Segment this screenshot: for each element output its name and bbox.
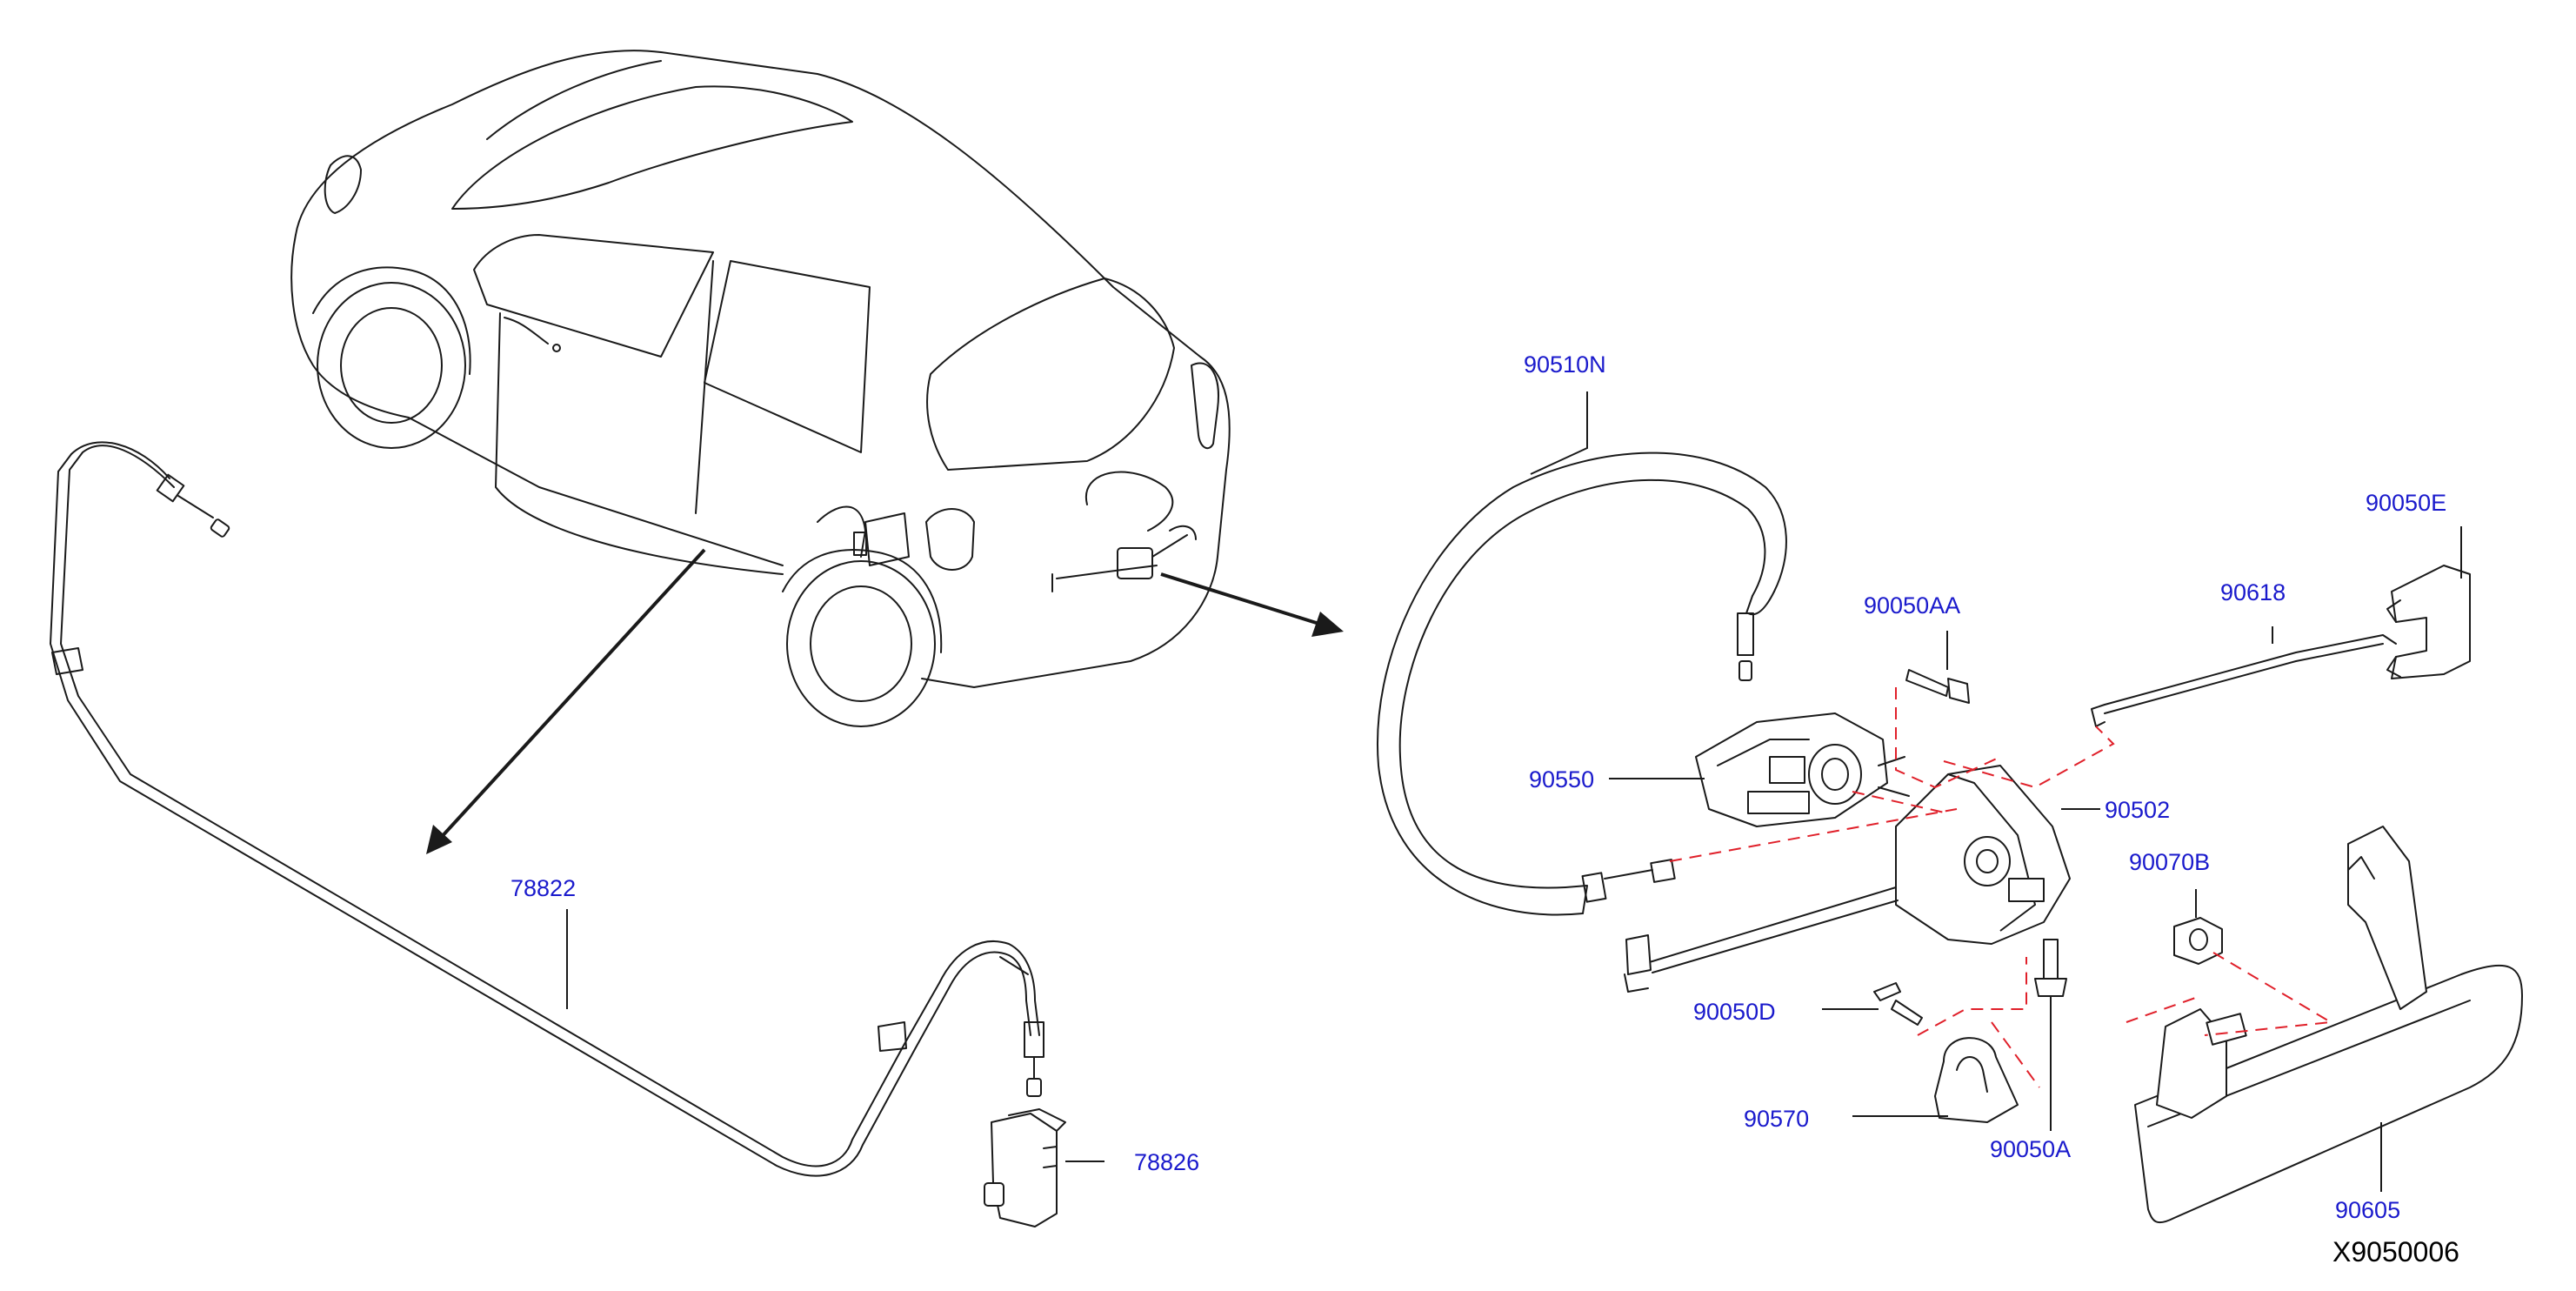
callout-90050A[interactable]: 90050A bbox=[1990, 1136, 2071, 1162]
callout-78826[interactable]: 78826 bbox=[1134, 1149, 1199, 1175]
guide-90070B bbox=[2204, 952, 2334, 1036]
actuator-90550-drawing bbox=[1695, 712, 1910, 827]
callout-90550[interactable]: 90550 bbox=[1529, 766, 1594, 793]
bracket-78826-drawing bbox=[984, 1108, 1066, 1227]
callout-90502[interactable]: 90502 bbox=[2105, 797, 2170, 823]
callout-90050E[interactable]: 90050E bbox=[2366, 490, 2446, 516]
cable-90510N-drawing bbox=[1377, 452, 1787, 916]
nut-90070B-drawing bbox=[2173, 917, 2223, 965]
screw-90050D-drawing bbox=[1873, 982, 1923, 1026]
guide-90605 bbox=[2126, 995, 2201, 1023]
guide-90618 bbox=[1943, 726, 2115, 789]
latch-90502-drawing bbox=[1624, 765, 2071, 993]
handle-90605-drawing bbox=[2134, 826, 2523, 1224]
callout-90510N[interactable]: 90510N bbox=[1524, 351, 1606, 378]
guide-cable bbox=[1669, 808, 1958, 862]
striker-90570-drawing bbox=[1934, 1037, 2019, 1123]
callout-78822[interactable]: 78822 bbox=[511, 875, 576, 901]
callout-90070B[interactable]: 90070B bbox=[2129, 849, 2210, 875]
leader-lines bbox=[566, 391, 2462, 1192]
guide-90050AA bbox=[1895, 687, 2001, 789]
dashed-guides bbox=[1669, 687, 2334, 1088]
car-illustration bbox=[290, 50, 1231, 727]
direction-arrows bbox=[426, 548, 1344, 854]
callout-90050AA[interactable]: 90050AA bbox=[1864, 592, 1960, 619]
guide-actuator bbox=[1852, 791, 1949, 814]
callout-90050D[interactable]: 90050D bbox=[1693, 999, 1776, 1025]
callout-90570[interactable]: 90570 bbox=[1744, 1106, 1809, 1132]
rod-90618-drawing bbox=[2091, 634, 2397, 727]
diagram-id: X9050006 bbox=[2332, 1236, 2459, 1268]
bolt-90050AA-drawing bbox=[1905, 669, 1970, 704]
bolt-90050A-drawing bbox=[2034, 939, 2067, 997]
guide-90050D bbox=[1917, 957, 2027, 1036]
callout-90618[interactable]: 90618 bbox=[2220, 579, 2286, 605]
guide-90570 bbox=[1991, 1021, 2040, 1088]
cable-78822-drawing bbox=[50, 441, 1044, 1177]
callout-labels: 78822 78826 90510N 90050AA 90550 90502 9… bbox=[511, 351, 2446, 1223]
clip-90050E-drawing bbox=[2386, 565, 2471, 679]
callout-90605[interactable]: 90605 bbox=[2335, 1197, 2400, 1223]
